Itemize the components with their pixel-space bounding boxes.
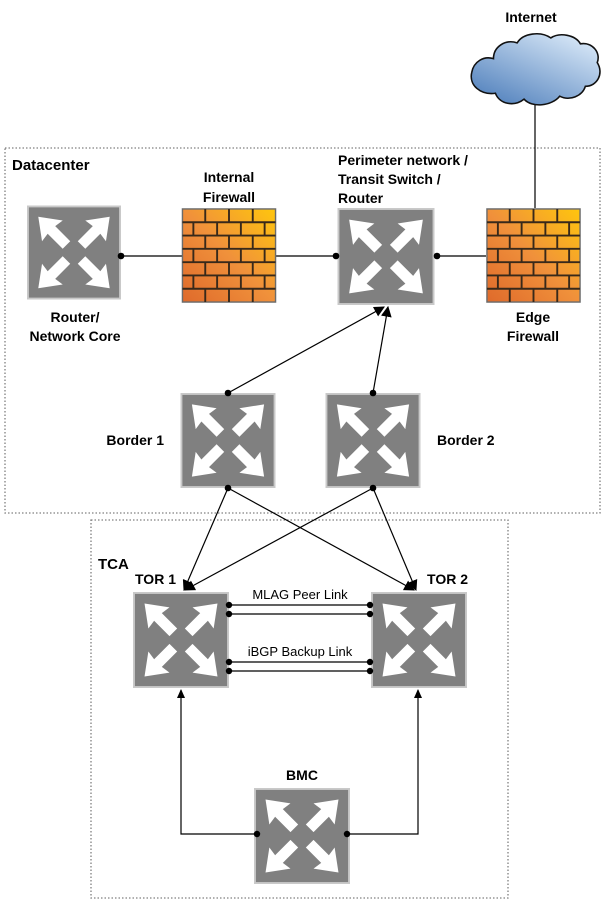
- datacenter-border: [4, 147, 601, 514]
- switch-icon: [326, 394, 419, 487]
- dot-border2-top: [369, 389, 377, 397]
- dot-mlag-2-left: [225, 610, 233, 618]
- dot-ibgp-2-left: [225, 667, 233, 675]
- dot-router-right: [117, 252, 125, 260]
- tca-label: TCA: [98, 556, 129, 573]
- dot-ibgp-1-left: [225, 658, 233, 666]
- dot-border1-bottom: [224, 484, 232, 492]
- link-border2-tor1: [184, 487, 374, 591]
- link-border2-transit: [372, 305, 392, 394]
- firewall-icon: [485, 208, 582, 303]
- dot-mlag-2-right: [366, 610, 374, 618]
- link-tor1-bmc: [180, 690, 254, 835]
- datacenter-area: Datacenter: [4, 147, 601, 514]
- link-ibgp-backup: iBGP Backup Link: [229, 644, 370, 672]
- edge-firewall-label-1: Edge: [516, 309, 550, 325]
- node-tor2: TOR 2: [372, 571, 468, 687]
- transit-label-3: Router: [338, 190, 384, 206]
- switch-icon: [134, 593, 228, 687]
- border2-label: Border 2: [437, 432, 495, 448]
- dot-mlag-1-right: [366, 601, 374, 609]
- bmc-label: BMC: [286, 767, 318, 783]
- dot-mlag-1-left: [225, 601, 233, 609]
- link-border2-tor2: [372, 487, 418, 591]
- node-tor1: TOR 1: [134, 571, 228, 687]
- tor1-label: TOR 1: [135, 571, 176, 587]
- firewall-icon: [181, 208, 277, 303]
- dot-ibgp-1-right: [366, 658, 374, 666]
- edge-firewall-label-2: Firewall: [507, 328, 559, 344]
- link-border1-tor2: [227, 487, 415, 591]
- node-internet: Internet: [470, 9, 601, 106]
- switch-icon: [338, 209, 433, 304]
- datacenter-label: Datacenter: [12, 157, 90, 174]
- link-border1-transit: [227, 306, 385, 394]
- border1-label: Border 1: [106, 432, 164, 448]
- connection-dots: [117, 252, 441, 838]
- tca-area: TCA: [90, 519, 509, 899]
- dot-bmc-right: [343, 830, 351, 838]
- dot-transit-left: [332, 252, 340, 260]
- tor2-label: TOR 2: [427, 571, 468, 587]
- node-transit: Perimeter network / Transit Switch / Rou…: [338, 152, 468, 304]
- tca-border: [90, 519, 509, 899]
- dot-border1-top: [224, 389, 232, 397]
- dot-ibgp-2-right: [366, 667, 374, 675]
- node-router-core: Router/ Network Core: [28, 206, 121, 344]
- internal-firewall-label-2: Firewall: [203, 189, 255, 205]
- transit-label-2: Transit Switch /: [338, 171, 441, 187]
- router-core-label-2: Network Core: [29, 328, 120, 344]
- arrowhead-tor1-bottom: [177, 689, 185, 698]
- connectors: [121, 100, 536, 835]
- switch-icon: [372, 593, 466, 687]
- node-border2: Border 2: [326, 394, 495, 487]
- switch-icon: [181, 394, 274, 487]
- switch-icon: [28, 206, 120, 298]
- router-core-label-1: Router/: [51, 309, 100, 325]
- link-tor2-bmc: [350, 690, 419, 835]
- arrowhead-tor2-bottom: [414, 689, 422, 698]
- node-border1: Border 1: [106, 394, 274, 487]
- transit-label-1: Perimeter network /: [338, 152, 468, 168]
- dot-transit-right: [433, 252, 441, 260]
- internal-firewall-label-1: Internal: [204, 169, 255, 185]
- node-bmc: BMC: [255, 767, 349, 883]
- node-internal-firewall: Internal Firewall: [181, 169, 277, 303]
- node-edge-firewall: Edge Firewall: [485, 208, 582, 344]
- switch-icon: [255, 789, 349, 883]
- mlag-label: MLAG Peer Link: [252, 587, 348, 602]
- link-border1-tor1: [182, 487, 229, 591]
- internet-label: Internet: [505, 9, 557, 25]
- link-mlag-peer: MLAG Peer Link: [229, 587, 370, 615]
- ibgp-label: iBGP Backup Link: [248, 644, 353, 659]
- dot-border2-bottom: [369, 484, 377, 492]
- dot-bmc-left: [253, 830, 261, 838]
- cloud-icon: [470, 33, 601, 106]
